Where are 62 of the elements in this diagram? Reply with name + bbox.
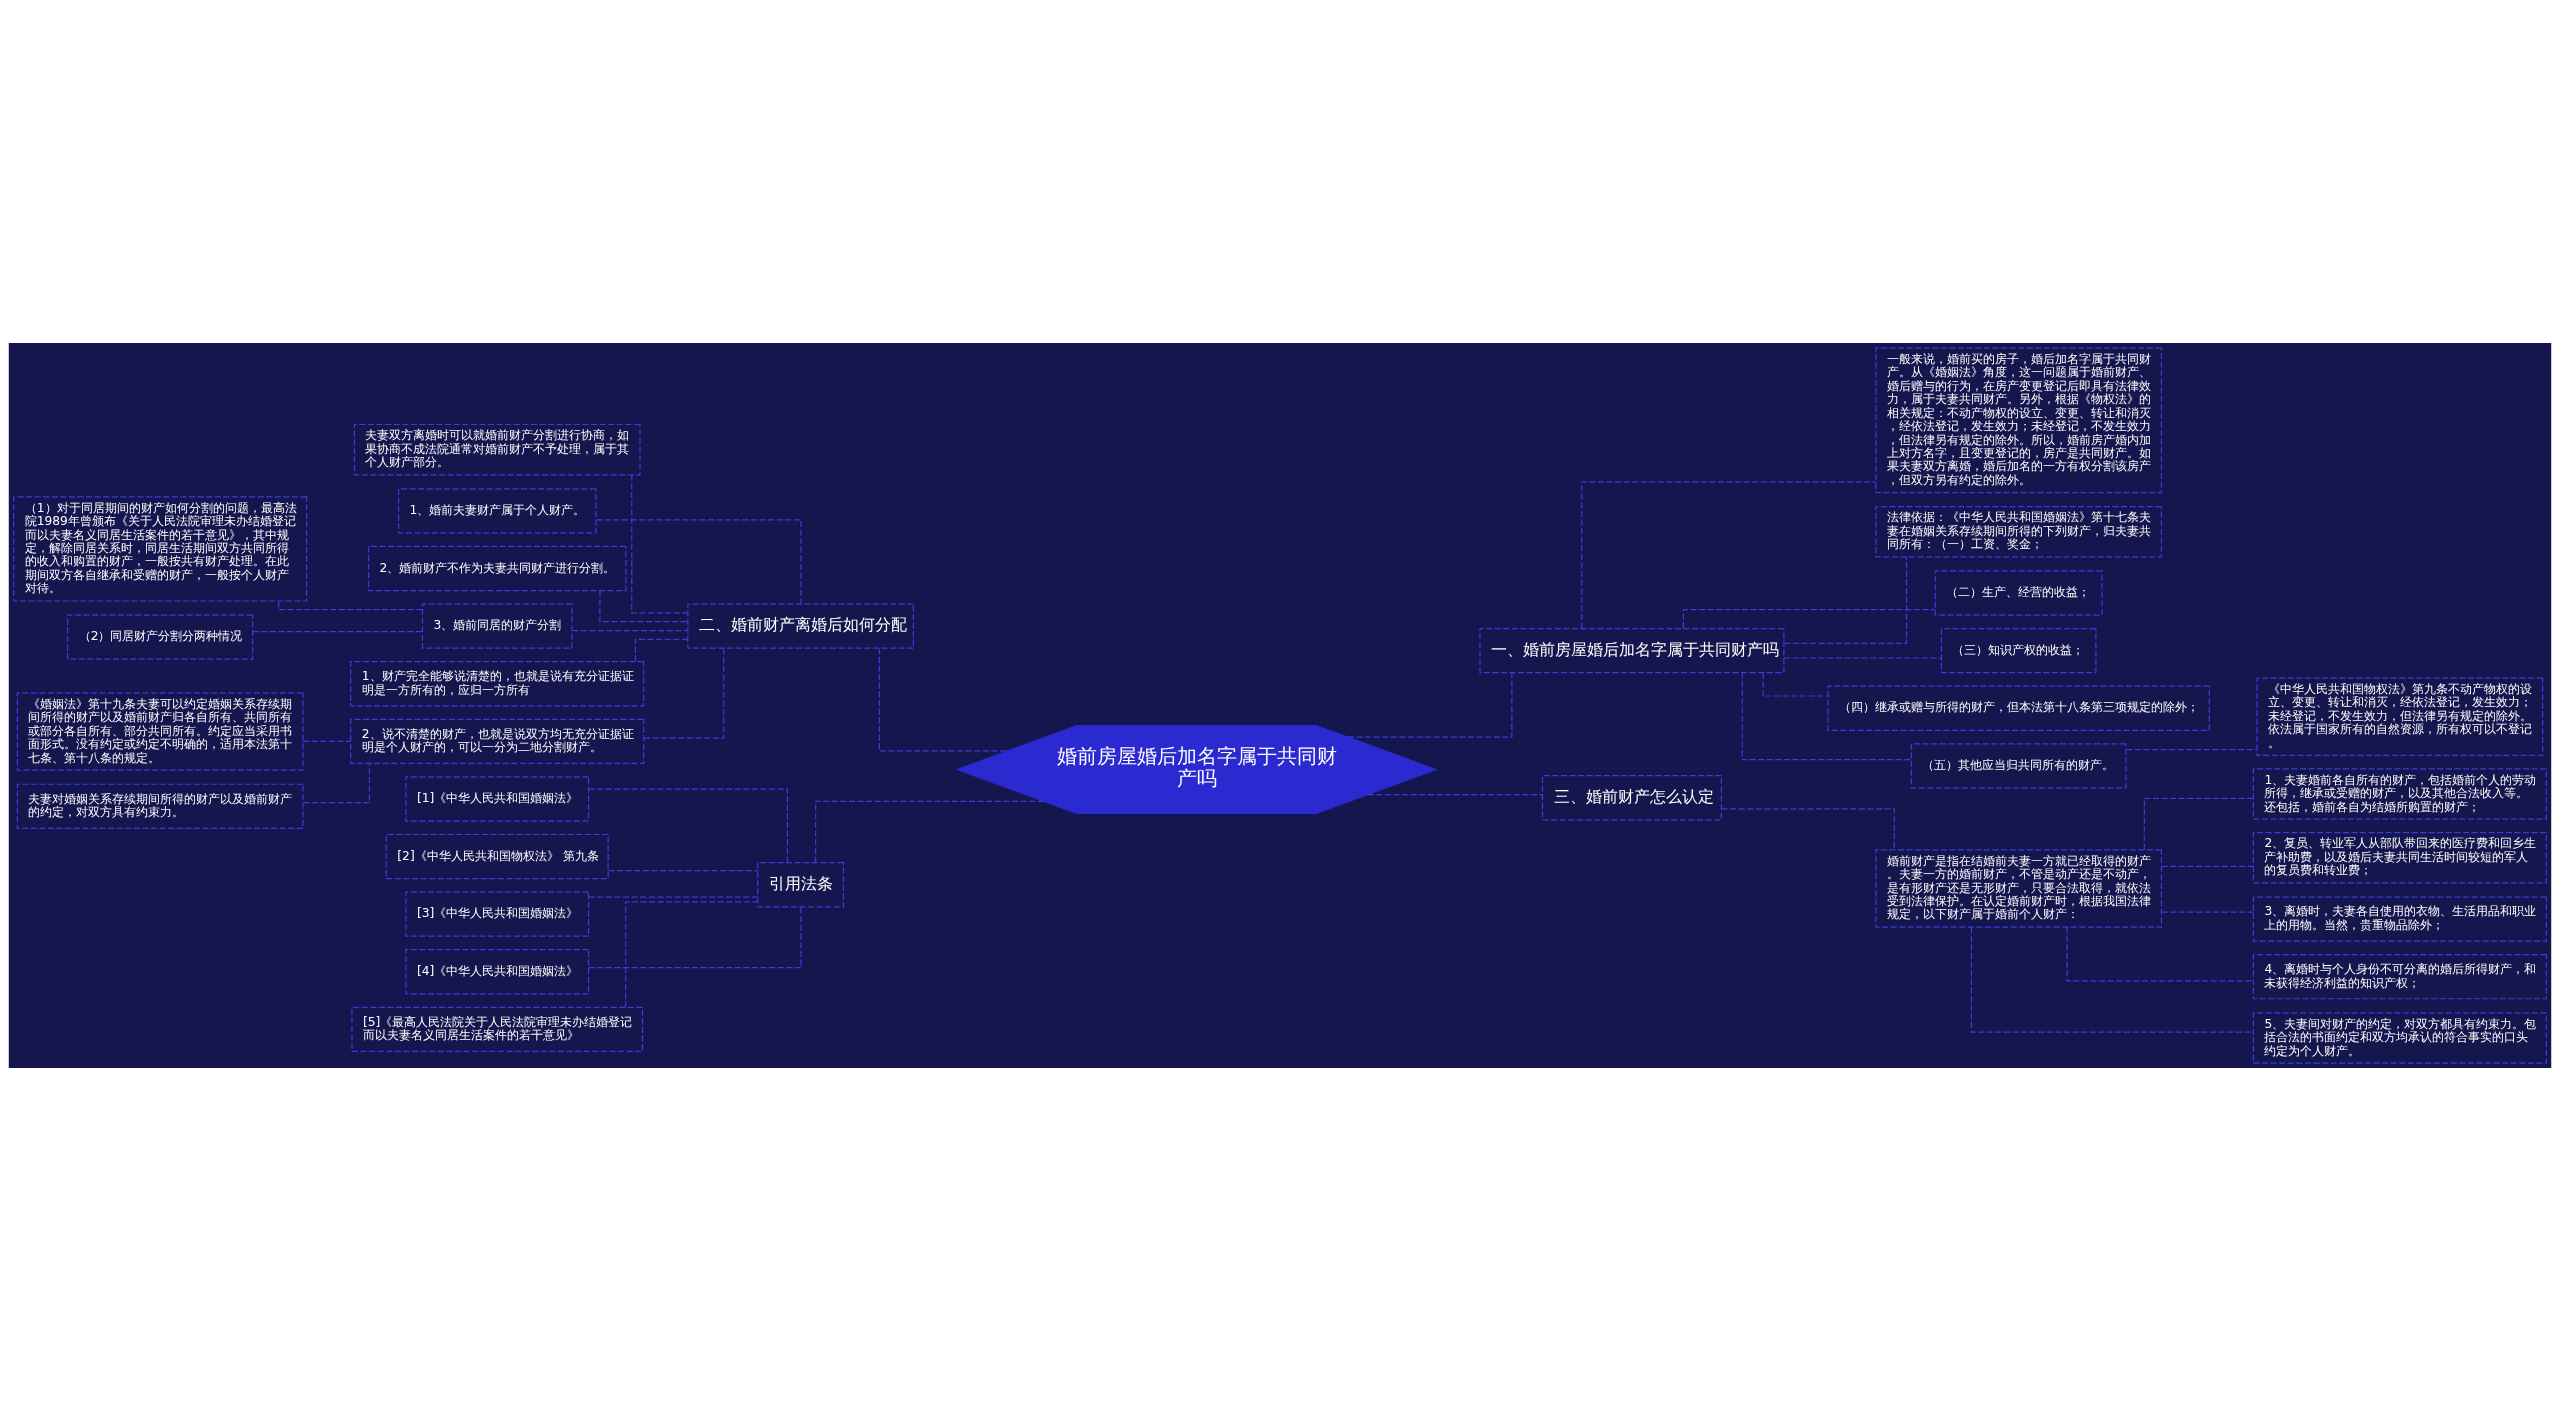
connector [588,906,802,969]
node-box: 5、夫妻间对财产的约定，对双方都具有约束力。包括合法的书面约定和双方均承认的符合事实的口头约定为个人财产。 [2252,1012,2547,1064]
node-box: 《中华人民共和国物权法》第九条不动产物权的设立、变更、转让和消灭，经依法登记，发生效力；未经登记，不发生效力，但法律另有规定的除外。依法属于国家所有的自然资源，所有权可以不登记。 [2256,677,2544,757]
node-box: [1]《中华人民共和国婚姻法》 [405,776,590,822]
node-box: [4]《中华人民共和国婚姻法》 [405,949,590,995]
node-box: 4、离婚时与个人身份不可分离的婚后所得财产，和未获得经济利益的知识产权； [2252,954,2547,1000]
node-box: 二、婚前财产离婚后如何分配 [687,603,914,649]
node-box: 2、说不清楚的财产，也就是说双方均无充分证据证明是个人财产的，可以一分为二地分割财产。 [350,718,645,765]
node-box: 引用法条 [757,862,845,908]
connector [1741,672,1912,761]
node-box: 3、婚前同居的财产分割 [421,603,573,649]
connector [571,629,689,632]
node-box: 1、夫妻婚前各自所有的财产，包括婚前个人的劳动所得，继承或受赠的财产，以及其他合法收入等。还包括，婚前各自为结婚所购置的财产； [2252,768,2547,820]
node-box: [2]《中华人民共和国物权法》 第九条 [385,833,609,880]
node-box: 1、婚前夫妻财产属于个人财产。 [397,488,597,534]
connector [1581,481,1877,630]
node-box: 1、财产完全能够说清楚的，也就是说有充分证据证明是一方所有的，应归一方所有 [350,661,645,707]
node-box: （二）生产、经营的收益； [1934,570,2103,616]
node-box: 一、婚前房屋婚后加名字属于共同财产吗 [1479,627,1785,674]
connector [1347,672,1513,738]
node-box: 婚前财产是指在结婚前夫妻一方就已经取得的财产。夫妻一方的婚前财产，不管是动产还是不动产，是有形财产还是无形财产，只要合法取得，就依法受到法律保护。在认定婚前财产时，根据我国法律规定，以下财产属于婚前个人财产： [1875,849,2163,928]
connector [278,600,423,611]
node-box: （四）继承或赠与所得的财产，但本法第十八条第三项规定的除外； [1827,685,2210,731]
connector [631,474,689,614]
connector [607,870,759,872]
node-box: （三）知识产权的收益； [1940,627,2097,674]
node-box: 3、离婚时，夫妻各自使用的衣物、生活用品和职业上的用物。当然，贵重物品除外； [2252,896,2547,942]
connector [2125,749,2258,751]
node-box: （2）同居财产分割分两种情况 [67,614,254,660]
node-box: [5]《最高人民法院关于人民法院审理未办结婚登记而以夫妻名义同居生活案件的若干意见》 [351,1006,644,1053]
connector [2143,797,2254,851]
connector [815,800,1045,863]
connector [878,647,1009,752]
node-box: 三、婚前财产怎么认定 [1541,775,1723,821]
node-box: 2、婚前财产不作为夫妻共同财产进行分割。 [367,545,627,592]
connector [634,638,689,663]
node-box: 一般来说，婚前买的房子，婚后加名字属于共同财产。从《婚姻法》角度，这一问题属于婚前财产、婚后赠与的行为，在房产变更登记后即具有法律效力，属于夫妻共同财产。另外，根据《物权法》的相关规定：不动产物权的设立、变更、转让和消灭，经依法登记，发生效力；未经登记，不发生效力，但法律另有规定的除外。所以，婚前房产婚内加上对方名字，且变更登记的，房产是共同财产。如果夫妻双方离婚，婚后加名的一方有权分割该房产，但双方另有约定的除外。 [1875,347,2163,494]
connector [2161,865,2254,867]
connector [302,740,351,742]
node-box: 《婚姻法》第十九条夫妻可以约定婚姻关系存续期间所得的财产以及婚前财产归各自所有、共同所有或部分各自所有、部分共同所有。约定应当采用书面形式。没有约定或约定不明确的，适用本法第十七条、第十八条的规定。 [16,692,304,771]
connector [302,762,371,804]
connector [595,519,802,605]
node-box: （五）其他应当归共同所有的财产。 [1910,743,2127,789]
connector [588,788,789,864]
connector [2066,926,2254,982]
node-box: [3]《中华人民共和国婚姻法》 [405,891,590,937]
connector [1783,556,1908,644]
connector [643,647,725,739]
node-box: 夫妻双方离婚时可以就婚前财产分割进行协商，如果协商不成法院通常对婚前财产不予处理，属于其个人财产部分。 [353,423,641,476]
connector [599,590,688,623]
node-box: 法律依据：《中华人民共和国婚姻法》第十七条夫妻在婚姻关系存续期间所得的下列财产，归夫妻共同所有：（一）工资、奖金； [1875,506,2163,558]
node-box: 夫妻对婚姻关系存续期间所得的财产以及婚前财产的约定，对双方具有约束力。 [16,783,304,829]
connector [1970,926,2254,1033]
connector [1367,794,1543,796]
node-box: （1）对于同居期间的财产如何分割的问题，最高法院1989年曾颁布《关于人民法院审理未办结婚登记而以夫妻名义同居生活案件的若干意见》，其中规定，解除同居关系时，同居生活期间双方共同所得的收入和购置的财产，一般按共有财产处理。在此期间双方各自继承和受赠的财产，一般按个人财产对待。 [13,496,308,602]
connector [2161,911,2254,913]
connector [625,901,758,1008]
connector [1783,657,1942,659]
connector [252,631,424,633]
connector [1720,808,1895,851]
node-box: 2、复员、转业军人从部队带回来的医疗费和回乡生产补助费，以及婚后夫妻共同生活时间较短的军人的复员费和转业费； [2252,832,2547,884]
connector [1762,672,1829,697]
